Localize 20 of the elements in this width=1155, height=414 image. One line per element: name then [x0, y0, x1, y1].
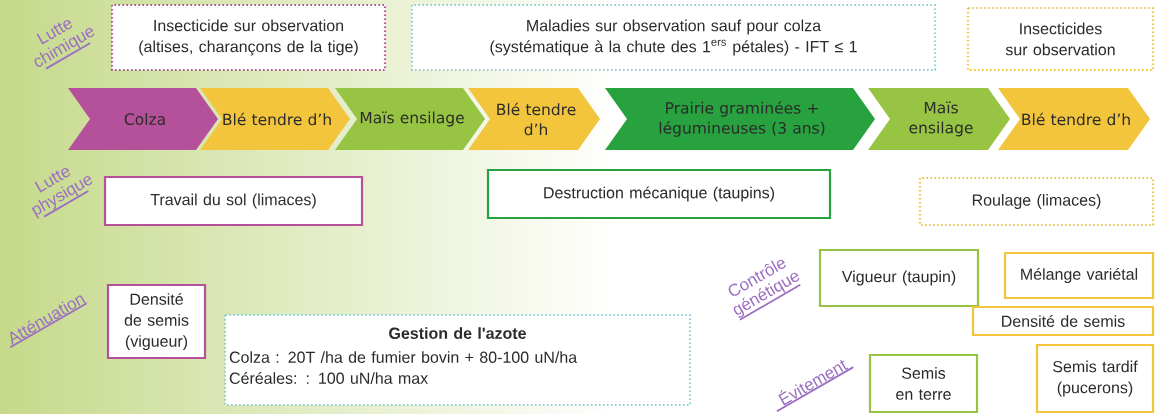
- text-box: Densité de semis (vigueur): [106, 283, 207, 360]
- text-box: Travail du sol (limaces): [103, 175, 364, 227]
- text-box: Semis tardif (pucerons): [1035, 343, 1155, 414]
- crop-band: Colza: [68, 88, 218, 150]
- text-box: Semis en terre: [868, 353, 979, 414]
- text-box: Maladies sur observation sauf pour colza (systématique à la chute des 1$^{ers}$ pétales) - IFT ≤ 1: [410, 3, 937, 72]
- text-box: Densité de semis: [971, 305, 1155, 337]
- crop-band: Blé tendre d’h: [200, 88, 350, 150]
- crop-band: Blé tendre d’h: [998, 88, 1150, 150]
- text-box: Vigueur (taupin): [818, 248, 980, 308]
- text-box: Destruction mécanique (taupins): [486, 168, 832, 220]
- crop-band: Blé tendre d’h: [468, 88, 600, 150]
- text-box: Insecticide sur observation (altises, charançons de la tige): [110, 3, 387, 72]
- crop-band: Maïs ensilage: [868, 88, 1010, 150]
- text-box: Insecticides sur observation: [966, 6, 1155, 72]
- text-box: Roulage (limaces): [918, 176, 1155, 227]
- crop-band: Maïs ensilage: [335, 88, 485, 150]
- crop-band: Prairie graminées + légumineuses (3 ans): [605, 88, 875, 150]
- text-box: Mélange variétal: [1003, 251, 1155, 300]
- text-box: Gestion de l'azote Colza : 20T /ha de fumier bovin + 80-100 uN/ha Céréales: : 100 uN/ha max: [223, 313, 692, 407]
